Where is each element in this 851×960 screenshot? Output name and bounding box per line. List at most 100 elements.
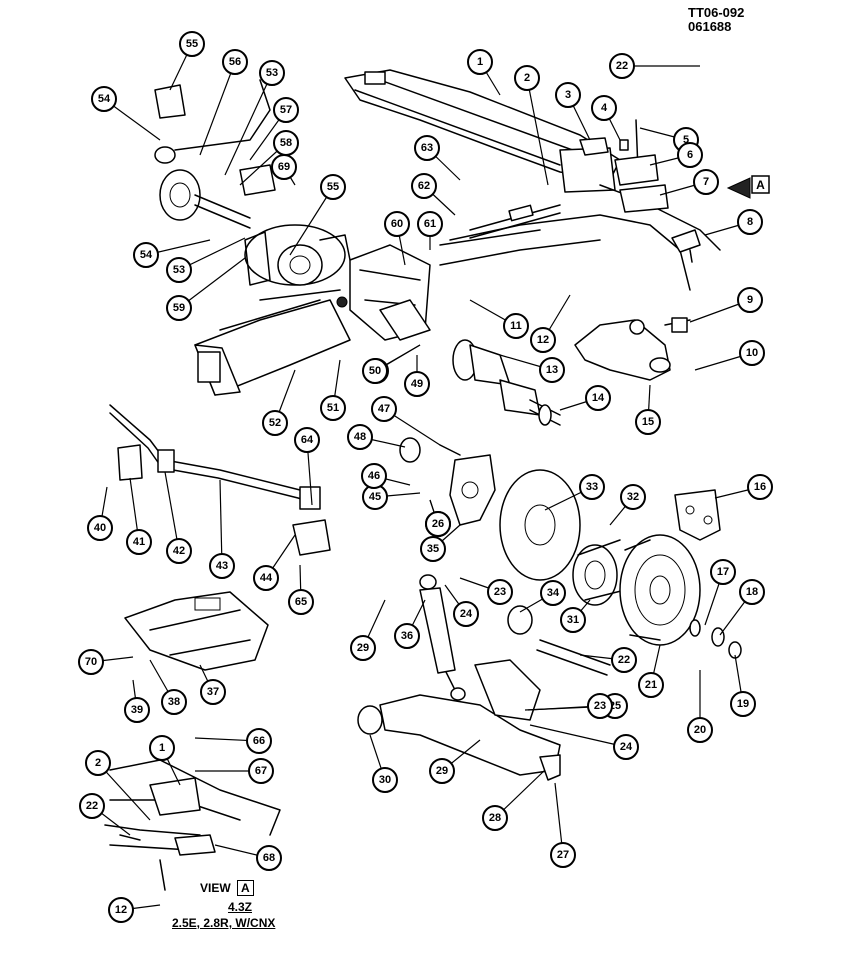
callout-66: 66	[246, 728, 272, 754]
steering-knuckle	[439, 444, 496, 526]
upper-control-arm	[574, 317, 691, 381]
callout-43: 43	[209, 553, 235, 579]
callout-circle	[710, 559, 736, 585]
callout-circle	[453, 601, 479, 627]
shock-absorber	[419, 574, 466, 701]
callout-number: 49	[411, 378, 423, 390]
callout-circle	[467, 49, 493, 75]
callout-14: 14	[585, 385, 611, 411]
view-marker-letter: A	[756, 178, 765, 192]
callout-33: 33	[579, 474, 605, 500]
stabilizer-bar	[109, 404, 321, 510]
callout-number: 47	[378, 403, 390, 415]
callout-number: 70	[85, 656, 97, 668]
callout-number: 66	[253, 735, 265, 747]
callout-circle	[482, 805, 508, 831]
callout-number: 27	[557, 849, 569, 861]
callout-circle	[739, 579, 765, 605]
callout-number: 40	[94, 522, 106, 534]
callout-46: 46	[361, 463, 387, 489]
hub-seal	[399, 437, 421, 463]
callout-circle	[414, 135, 440, 161]
callout-number: 60	[391, 218, 403, 230]
callout-number: 38	[168, 696, 180, 708]
callout-number: 2	[524, 72, 530, 84]
callout-number: 69	[278, 161, 290, 173]
callout-63: 63	[414, 135, 440, 161]
front-differential	[244, 224, 351, 286]
callout-number: 48	[354, 431, 366, 443]
callout-27: 27	[550, 842, 576, 868]
callout-number: 26	[432, 518, 444, 530]
callout-21: 21	[638, 672, 664, 698]
callout-4: 4	[591, 95, 617, 121]
callout-number: 64	[301, 434, 314, 446]
callout-circle	[124, 697, 150, 723]
callout-number: 12	[537, 334, 549, 346]
callout-70: 70	[78, 649, 104, 675]
callout-circle	[166, 295, 192, 321]
callout-number: 1	[159, 742, 165, 754]
callout-17: 17	[710, 559, 736, 585]
callout-number: 23	[594, 700, 606, 712]
callout-26: 26	[425, 511, 451, 537]
callout-16: 16	[747, 474, 773, 500]
callout-44: 44	[253, 565, 279, 591]
callout-number: 68	[263, 852, 275, 864]
callout-56: 56	[222, 49, 248, 75]
callout-circle	[253, 565, 279, 591]
callout-number: 42	[173, 545, 185, 557]
callout-circle	[693, 169, 719, 195]
callout-number: 31	[567, 614, 579, 626]
callout-24: 24	[613, 734, 639, 760]
callout-24: 24	[453, 601, 479, 627]
callout-circle	[288, 589, 314, 615]
callout-number: 34	[547, 587, 560, 599]
callout-circle	[514, 65, 540, 91]
callout-10: 10	[739, 340, 765, 366]
callout-number: 24	[620, 741, 633, 753]
callout-55: 55	[320, 174, 346, 200]
callout-50: 50	[362, 358, 388, 384]
callout-circle	[166, 257, 192, 283]
callout-circle	[372, 767, 398, 793]
callout-number: 43	[216, 560, 228, 572]
view-caption: VIEW A	[200, 880, 260, 896]
callout-58: 58	[273, 130, 299, 156]
skid-plate	[124, 591, 269, 671]
callout-30: 30	[372, 767, 398, 793]
callout-circle	[294, 427, 320, 453]
callout-circle	[585, 385, 611, 411]
dust-shield	[499, 469, 581, 581]
callout-number: 4	[601, 102, 608, 114]
callout-circle	[133, 242, 159, 268]
callout-circle	[730, 691, 756, 717]
callout-number: 3	[565, 89, 571, 101]
callout-circle	[737, 287, 763, 313]
callout-number: 30	[379, 774, 391, 786]
callout-circle	[635, 409, 661, 435]
callout-28: 28	[482, 805, 508, 831]
callout-number: 52	[269, 417, 281, 429]
callout-circle	[262, 410, 288, 436]
callout-12: 12	[530, 327, 556, 353]
callout-circle	[587, 693, 613, 719]
callout-22: 22	[609, 53, 635, 79]
callout-number: 35	[427, 543, 439, 555]
callout-number: 41	[133, 536, 145, 548]
callout-number: 39	[131, 704, 143, 716]
callout-number: 19	[737, 698, 749, 710]
callout-51: 51	[320, 395, 346, 421]
callout-circle	[420, 536, 446, 562]
callout-circle	[429, 758, 455, 784]
callout-circle	[417, 211, 443, 237]
callout-40: 40	[87, 515, 113, 541]
leader-line	[199, 61, 236, 156]
callout-number: 44	[260, 572, 273, 584]
callout-circle	[739, 340, 765, 366]
callout-circle	[273, 97, 299, 123]
callout-number: 62	[418, 180, 430, 192]
callout-49: 49	[404, 371, 430, 397]
callout-36: 36	[394, 623, 420, 649]
